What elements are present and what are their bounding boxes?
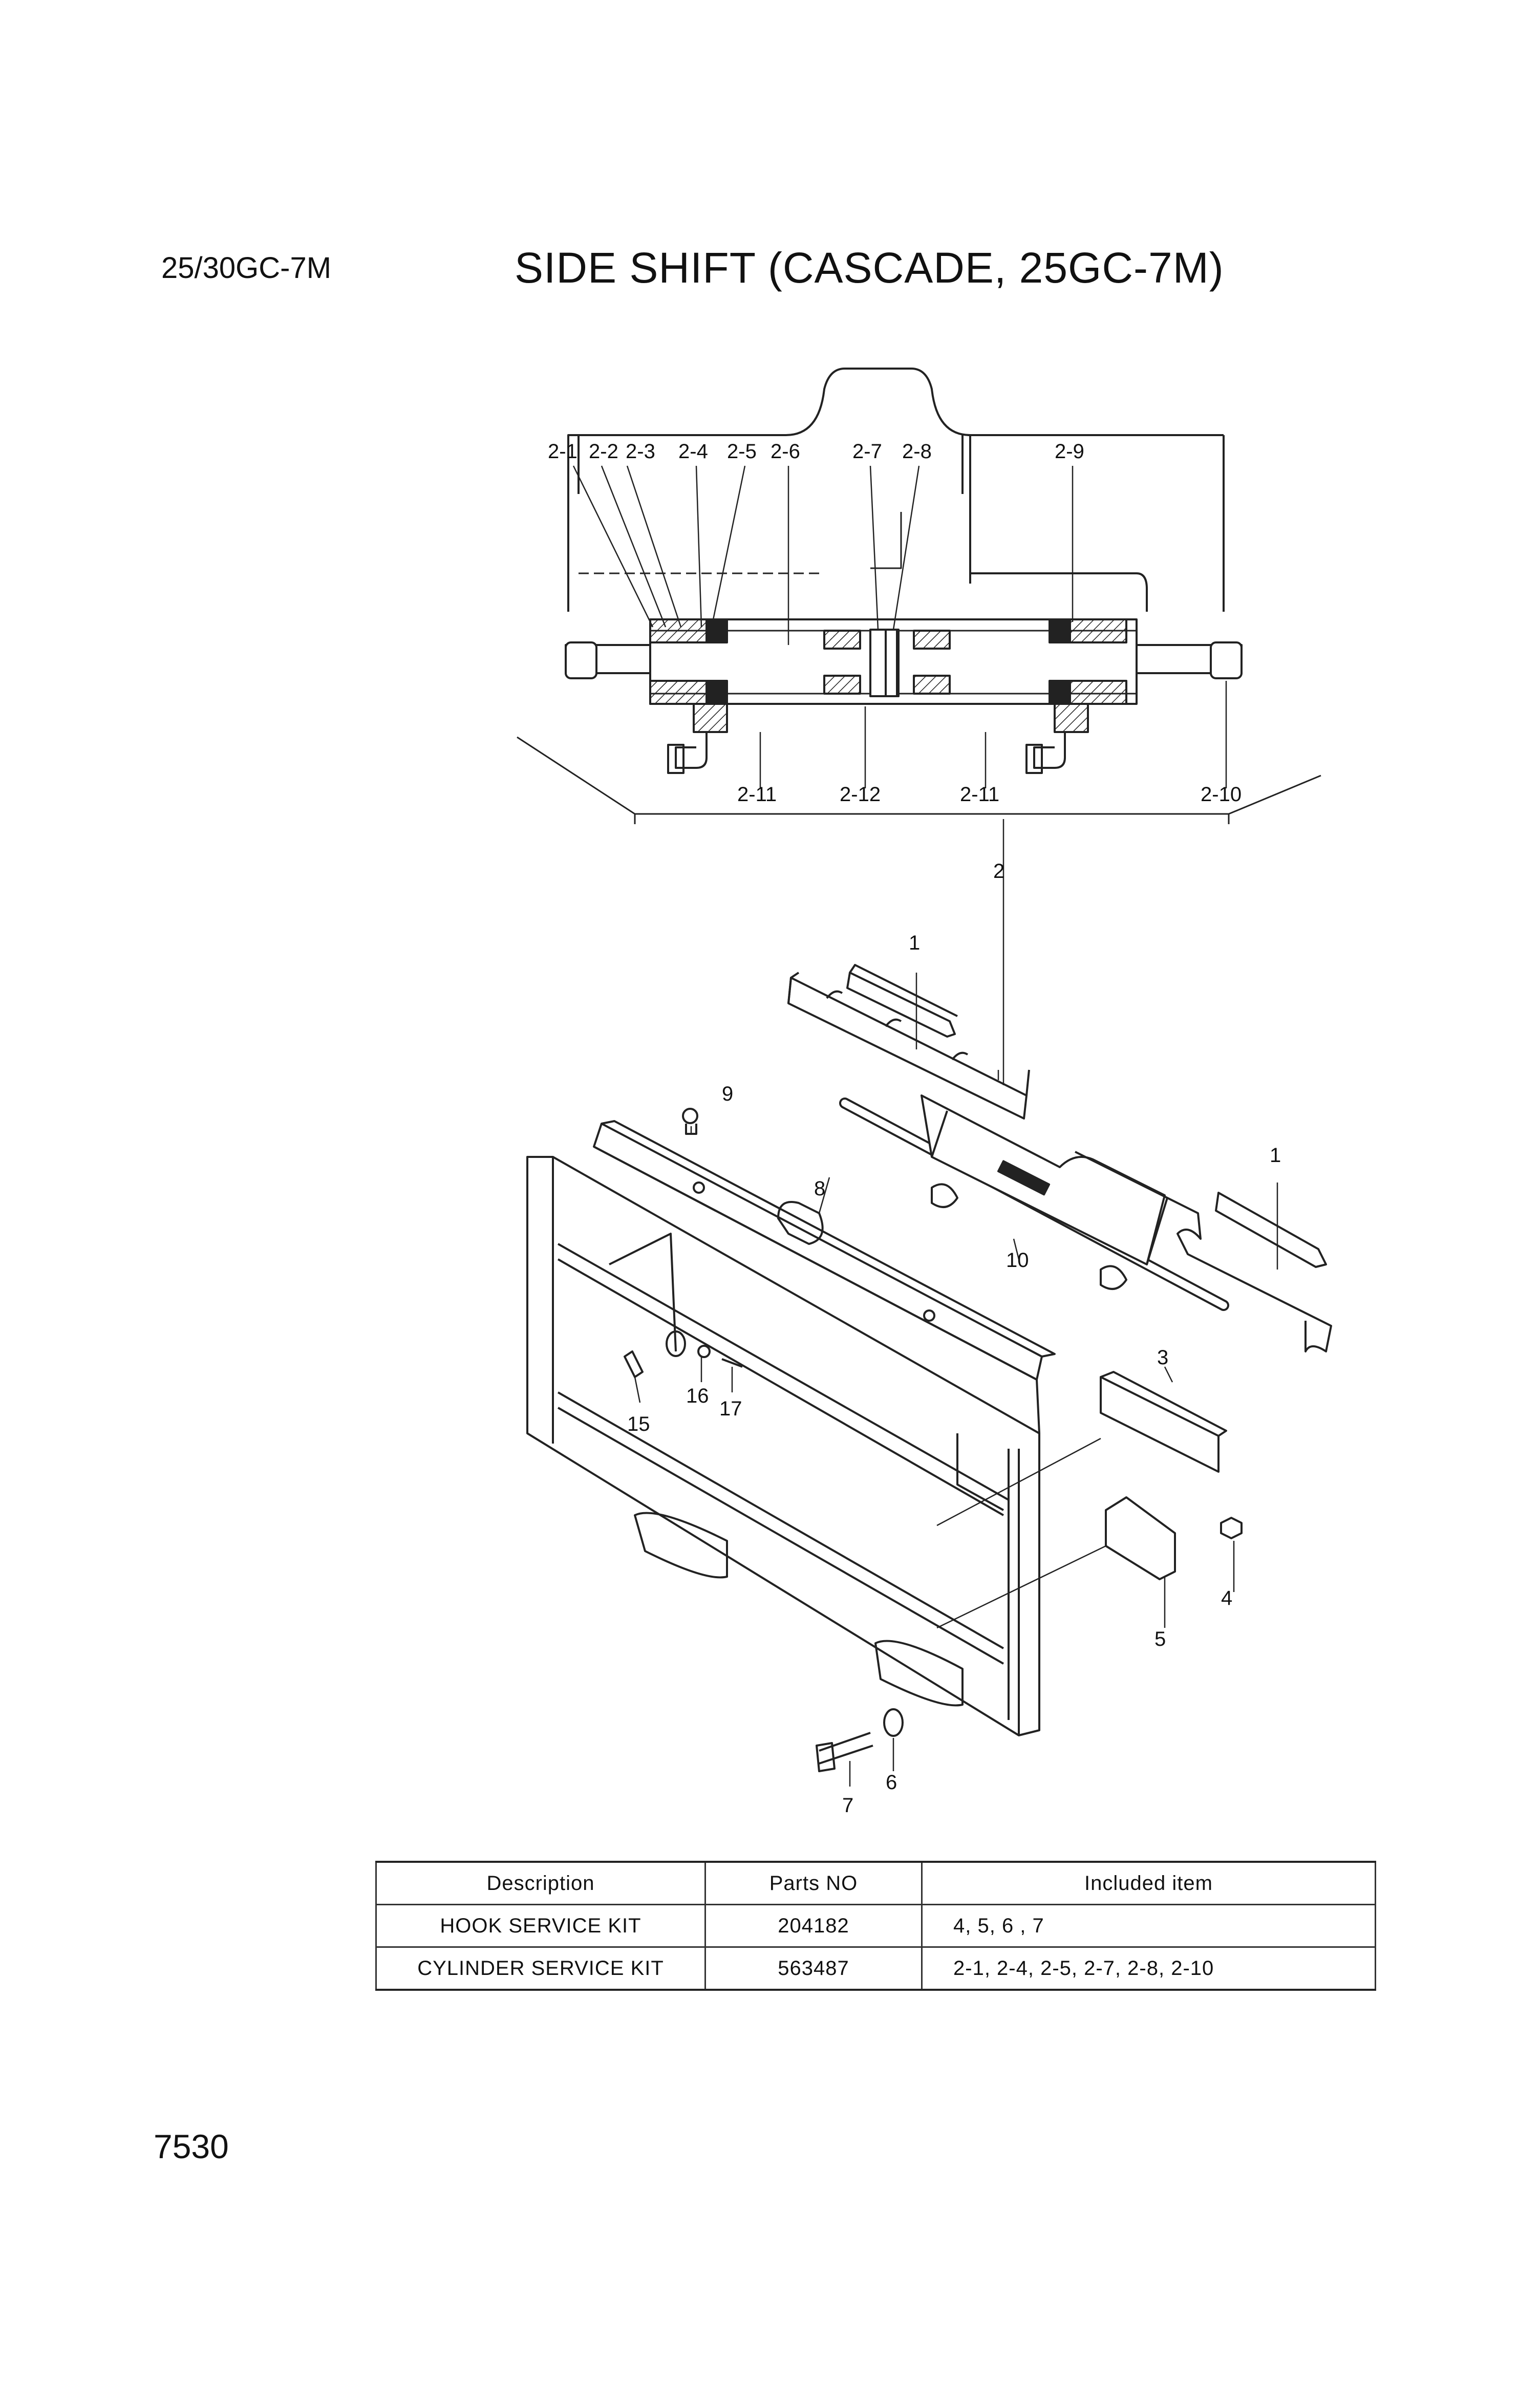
callout-2-2: 2-2 [589, 440, 618, 463]
callout-2-12: 2-12 [840, 783, 881, 806]
service-kit-table: Description Parts NO Included item HOOK … [375, 1861, 1376, 1991]
callout-2-3: 2-3 [626, 440, 655, 463]
callout-2-6: 2-6 [771, 440, 800, 463]
model-code: 25/30GC-7M [161, 251, 332, 285]
callout-2-9: 2-9 [1055, 440, 1084, 463]
callout-2-11-right: 2-11 [960, 783, 999, 806]
table-row: HOOK SERVICE KIT 204182 4, 5, 6 , 7 [375, 1904, 1376, 1948]
cell-description: CYLINDER SERVICE KIT [375, 1946, 706, 1991]
callout-2-11-left: 2-11 [737, 783, 777, 806]
callout-1-left: 1 [909, 932, 920, 954]
callout-2-8: 2-8 [902, 440, 932, 463]
callout-10: 10 [1006, 1249, 1029, 1272]
callout-2-7: 2-7 [852, 440, 882, 463]
callout-17: 17 [719, 1397, 742, 1420]
cylinder-section-view [517, 368, 1321, 1085]
callout-2: 2 [993, 860, 1004, 883]
cell-included-item: 4, 5, 6 , 7 [921, 1904, 1376, 1948]
callout-labels: 2-1 2-2 2-3 2-4 2-5 2-6 2-7 2-8 2-9 2-11… [548, 440, 1281, 1817]
cell-parts-no: 563487 [704, 1946, 923, 1991]
lower-rail [1075, 1151, 1332, 1352]
callout-9: 9 [722, 1083, 733, 1105]
callout-2-1: 2-1 [548, 440, 578, 463]
callout-6: 6 [886, 1771, 897, 1794]
callout-4: 4 [1221, 1587, 1232, 1609]
callout-2-4: 2-4 [678, 440, 708, 463]
callout-15: 15 [627, 1413, 650, 1435]
cell-included-item: 2-1, 2-4, 2-5, 2-7, 2-8, 2-10 [921, 1946, 1376, 1991]
upper-rail-assembly [787, 964, 1030, 1120]
table-header-row: Description Parts NO Included item [375, 1861, 1376, 1905]
header-parts-no: Parts NO [704, 1861, 923, 1905]
header-description: Description [375, 1861, 706, 1905]
callout-3: 3 [1157, 1346, 1168, 1369]
callout-2-10: 2-10 [1201, 783, 1242, 806]
callout-1-right: 1 [1270, 1144, 1281, 1167]
page-title: SIDE SHIFT (CASCADE, 25GC-7M) [515, 244, 1224, 292]
callout-7: 7 [842, 1794, 853, 1817]
callout-8: 8 [814, 1177, 825, 1200]
callout-16: 16 [686, 1385, 709, 1407]
header-included-item: Included item [921, 1861, 1376, 1905]
small-parts [624, 973, 1278, 1787]
callout-2-5: 2-5 [727, 440, 757, 463]
cell-description: HOOK SERVICE KIT [375, 1904, 706, 1948]
callout-5: 5 [1154, 1628, 1166, 1650]
page-number: 7530 [154, 2127, 229, 2165]
cell-parts-no: 204182 [704, 1904, 923, 1948]
cylinder-assembly [839, 1094, 1229, 1311]
carriage-frame [526, 1120, 1056, 1736]
table-row: CYLINDER SERVICE KIT 563487 2-1, 2-4, 2-… [375, 1946, 1376, 1991]
